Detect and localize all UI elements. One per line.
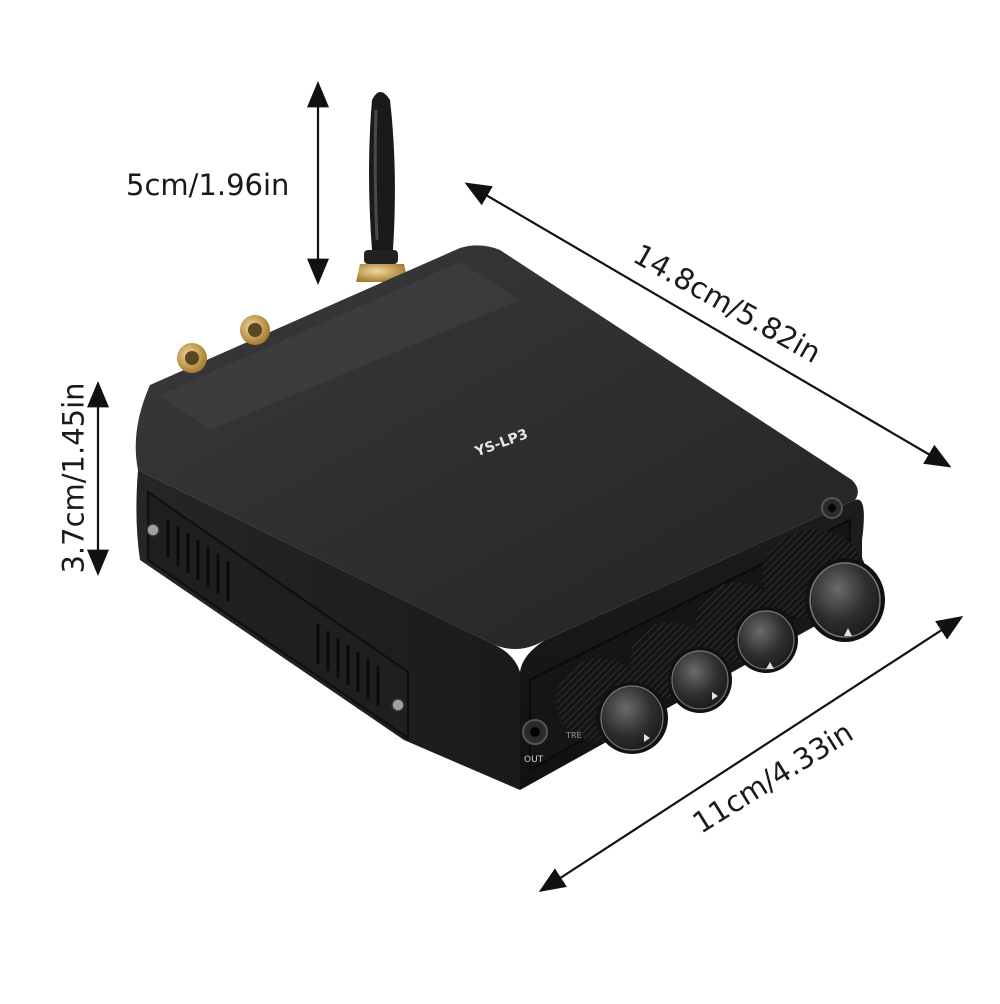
antenna bbox=[356, 92, 408, 282]
width-dimension-arrow bbox=[538, 616, 964, 892]
speaker-terminals bbox=[177, 315, 270, 373]
aux-jack bbox=[821, 497, 843, 519]
antenna-dimension-label: 5cm/1.96in bbox=[126, 168, 290, 202]
length-dimension-arrow bbox=[464, 182, 952, 468]
height-dimension-label: 3.7cm/1.45in bbox=[56, 382, 91, 574]
screw bbox=[391, 698, 405, 712]
output-jack bbox=[522, 719, 548, 745]
screw bbox=[146, 523, 160, 537]
out-port-label: OUT bbox=[524, 755, 544, 765]
treble-port-label: TRE bbox=[565, 731, 582, 740]
